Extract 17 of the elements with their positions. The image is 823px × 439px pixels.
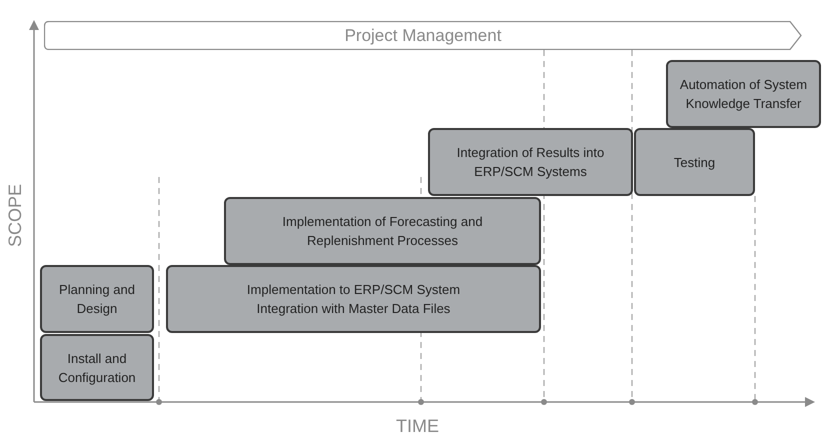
phase-box <box>666 60 821 128</box>
band-label: Project Management <box>344 24 502 47</box>
phase-label: Planning and Design <box>58 281 136 318</box>
phase-label: Implementation to ERP/SCM System Integration with Master Data Files <box>246 281 462 318</box>
phase-label: Implementation of Forecasting and Replenishment Processes <box>281 213 484 250</box>
phase-box <box>166 265 541 333</box>
phase-label: Integration of Results into ERP/SCM Systems <box>456 144 606 181</box>
phase-label: Testing <box>674 154 716 172</box>
axis-label: TIME <box>396 415 439 438</box>
phase-box <box>40 265 154 333</box>
phase-label: Install and Configuration <box>57 350 137 386</box>
phase-box <box>428 128 633 196</box>
phase-label: Automation of System Knowledge Transfer <box>678 76 808 113</box>
phase-box <box>224 197 541 265</box>
phase-box <box>40 334 154 401</box>
axis-label: SCOPE <box>4 183 26 247</box>
phase-box <box>634 128 755 196</box>
